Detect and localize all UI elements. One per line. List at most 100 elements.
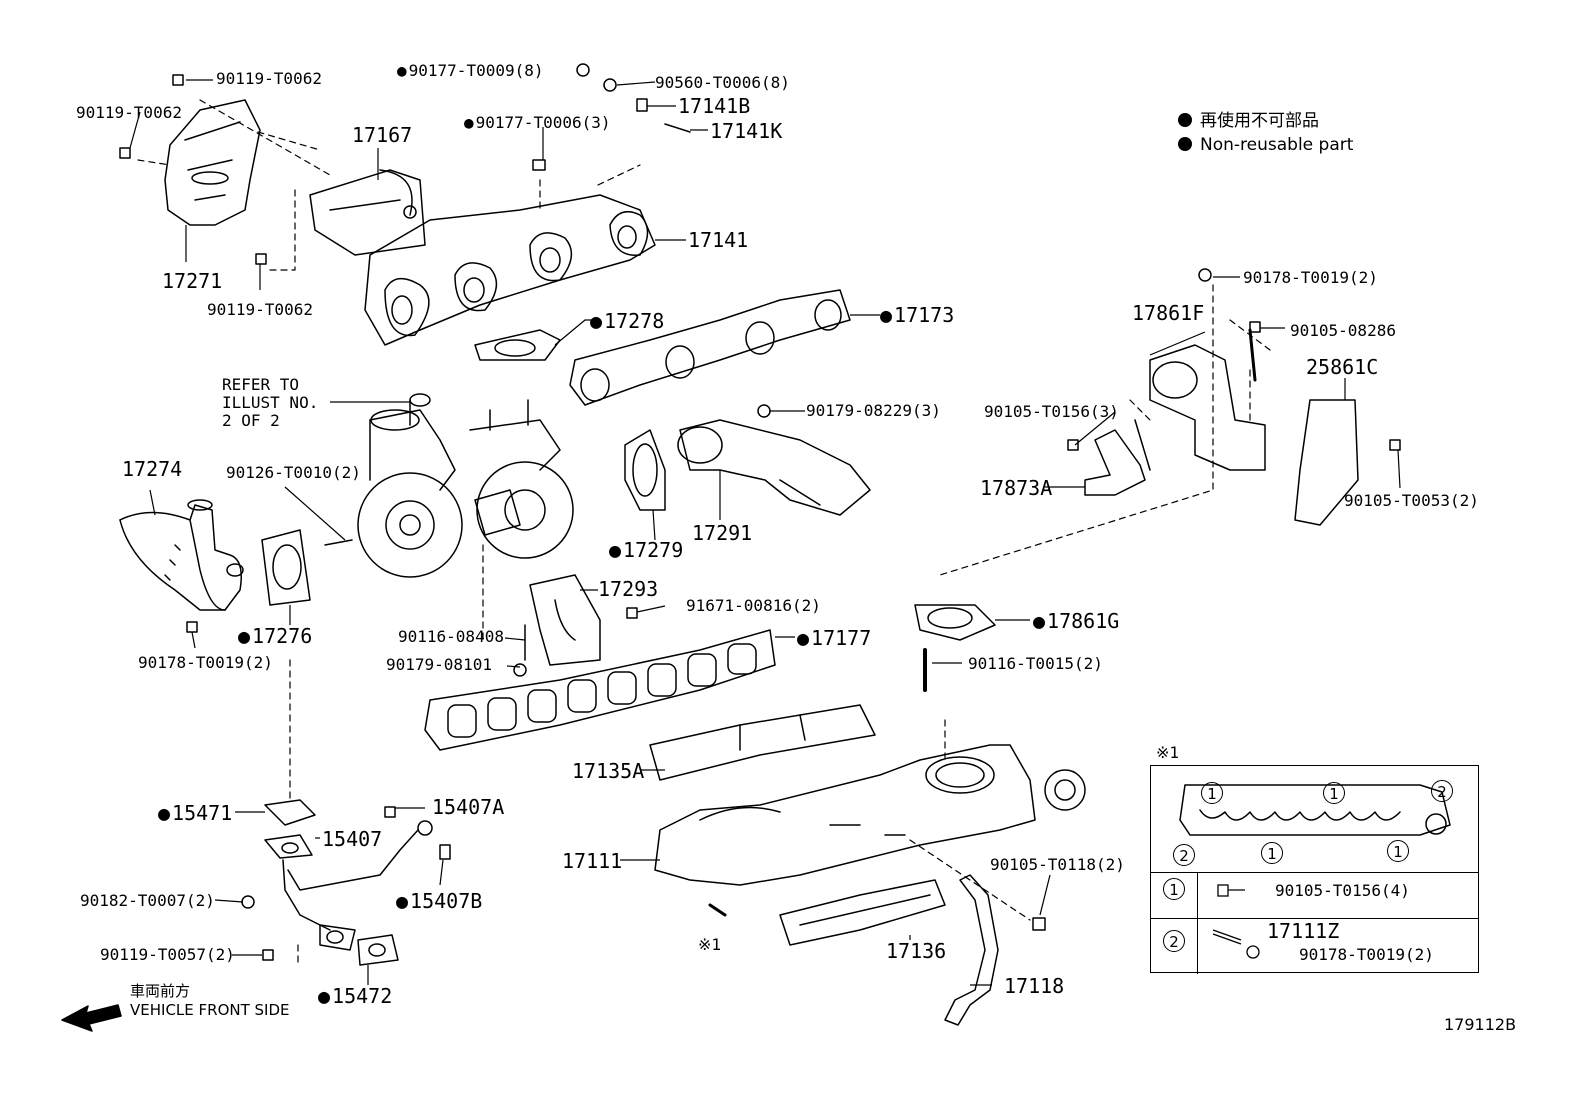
part-label: 17274 <box>122 457 183 481</box>
circled-number: 1 <box>1323 782 1345 804</box>
refer-note: REFER TO ILLUST NO. 2 OF 2 <box>222 376 318 430</box>
vehicle-front-arrow <box>61 1004 122 1032</box>
insulator-17135a <box>649 704 876 781</box>
bolt-glyphs <box>119 63 691 265</box>
pipe-17118 <box>944 874 1046 1026</box>
circled-number: 1 <box>1201 782 1223 804</box>
oil-pipe-15407 <box>241 799 451 966</box>
part-label: 17141 <box>688 228 749 252</box>
part-label: 90119-T0057(2) <box>100 945 235 964</box>
bracket-17873a <box>1067 419 1151 496</box>
part-label-non-reusable: 17278 <box>590 310 664 332</box>
part-label: 90560-T0006(8) <box>655 73 790 92</box>
legend-non-reusable-en: Non-reusable part <box>1178 134 1353 156</box>
part-label: 17271 <box>162 269 223 293</box>
part-label: 25861C <box>1306 355 1379 379</box>
part-label: 90116-08408 <box>398 627 504 646</box>
gasket-17861g <box>914 604 996 641</box>
part-label: 90119-T0062 <box>216 69 322 88</box>
bolt-icon <box>1217 884 1245 897</box>
row2-circled-number: 2 <box>1163 930 1185 952</box>
exhaust-pipe-17291 <box>677 404 871 516</box>
circled-number: 2 <box>1173 844 1195 866</box>
part-label-non-reusable: 90177-T0009(8) <box>397 62 544 80</box>
part-label: 17141B <box>678 94 751 118</box>
gasket-17278 <box>474 329 561 361</box>
part-label: 17135A <box>572 759 645 783</box>
circled-number: 1 <box>1261 842 1283 864</box>
part-label: 15407 <box>322 827 383 851</box>
part-label: 17861F <box>1132 301 1205 325</box>
part-label: 17111 <box>562 849 623 873</box>
heat-shield-17271 <box>164 99 261 226</box>
leader-lines <box>129 79 1401 986</box>
inset-col-divider <box>1197 872 1198 974</box>
part-label: 90105-T0156(3) <box>984 402 1119 421</box>
row2-part-a: 17111Z <box>1267 919 1340 943</box>
row1-circled-number: 1 <box>1163 878 1185 900</box>
part-label: 90179-08101 <box>386 655 492 674</box>
part-label: 17873A <box>980 476 1053 500</box>
part-label-non-reusable: 17177 <box>797 627 871 649</box>
row1-part: 90105-T0156(4) <box>1275 881 1410 900</box>
part-label: 91671-00816(2) <box>686 596 821 615</box>
part-label: 90116-T0015(2) <box>968 654 1103 673</box>
part-label-non-reusable: 17173 <box>880 304 954 326</box>
legend-en-text: Non-reusable part <box>1200 135 1354 155</box>
part-label: 17141K <box>710 119 783 143</box>
heat-insulator-17167 <box>309 169 426 256</box>
part-label: 90178-T0019(2) <box>138 653 273 672</box>
part-label-non-reusable: 17276 <box>238 625 312 647</box>
bracket-25861c <box>1294 399 1401 526</box>
part-label-non-reusable: 15472 <box>318 985 392 1007</box>
inset-row-divider <box>1151 872 1478 873</box>
gasket-17279 <box>624 429 666 511</box>
stud-90126 <box>324 539 353 546</box>
vehicle-front-jp: 車両前方 <box>130 982 191 1000</box>
inset-title: ※1 <box>1156 743 1180 762</box>
intake-manifold-17111 <box>654 744 1086 917</box>
part-label: 90105-T0053(2) <box>1344 491 1479 510</box>
part-label-non-reusable: 15471 <box>158 802 232 824</box>
part-label: 90119-T0062 <box>76 103 182 122</box>
gasket-17177 <box>424 629 776 751</box>
refer-note-line: REFER TO <box>222 375 300 394</box>
vehicle-front-en: VEHICLE FRONT SIDE <box>130 1001 290 1019</box>
part-label: 90126-T0010(2) <box>226 463 361 482</box>
part-label: 17167 <box>352 123 413 147</box>
part-label: 90105-T0118(2) <box>990 855 1125 874</box>
inset-box: 1 1 2 2 1 1 1 90105-T0156(4) 2 17111Z 90… <box>1150 765 1479 974</box>
diagram-id: 179112B <box>1444 1015 1517 1034</box>
gasket-17173 <box>569 289 851 406</box>
circled-number: 1 <box>1387 840 1409 862</box>
inset-row-divider <box>1151 918 1478 919</box>
part-label-non-reusable: 17279 <box>609 539 683 561</box>
egr-pipe-17861f <box>1149 268 1266 471</box>
part-label: 15407A <box>432 795 505 819</box>
row2-part-b: 90178-T0019(2) <box>1299 945 1434 964</box>
inset-gasket-drawing <box>1179 784 1451 836</box>
bullet-icon <box>1178 113 1192 127</box>
part-label: 90182-T0007(2) <box>80 891 215 910</box>
gasket-17276 <box>261 529 311 606</box>
legend-non-reusable-jp: 再使用不可部品 <box>1178 110 1319 132</box>
vehicle-front-label: 車両前方 VEHICLE FRONT SIDE <box>130 982 290 1020</box>
part-label-non-reusable: 15407B <box>396 890 482 912</box>
part-label: 17118 <box>1004 974 1065 998</box>
refer-note-line: 2 OF 2 <box>222 411 280 430</box>
part-label: 17293 <box>598 577 659 601</box>
turbocharger <box>357 393 574 578</box>
part-label-non-reusable: 17861G <box>1033 610 1119 632</box>
bracket-17293 <box>513 574 638 677</box>
part-label-non-reusable: 90177-T0006(3) <box>464 114 611 132</box>
legend-jp-text: 再使用不可部品 <box>1200 111 1319 131</box>
part-label: 90178-T0019(2) <box>1243 268 1378 287</box>
part-label: 17136 <box>886 939 947 963</box>
pipe-17274 <box>119 499 244 633</box>
part-label: 17291 <box>692 521 753 545</box>
part-label: 90105-08286 <box>1290 321 1396 340</box>
cover-17136 <box>779 879 946 946</box>
part-label: 90119-T0062 <box>207 300 313 319</box>
note-reference: ※1 <box>698 935 722 954</box>
